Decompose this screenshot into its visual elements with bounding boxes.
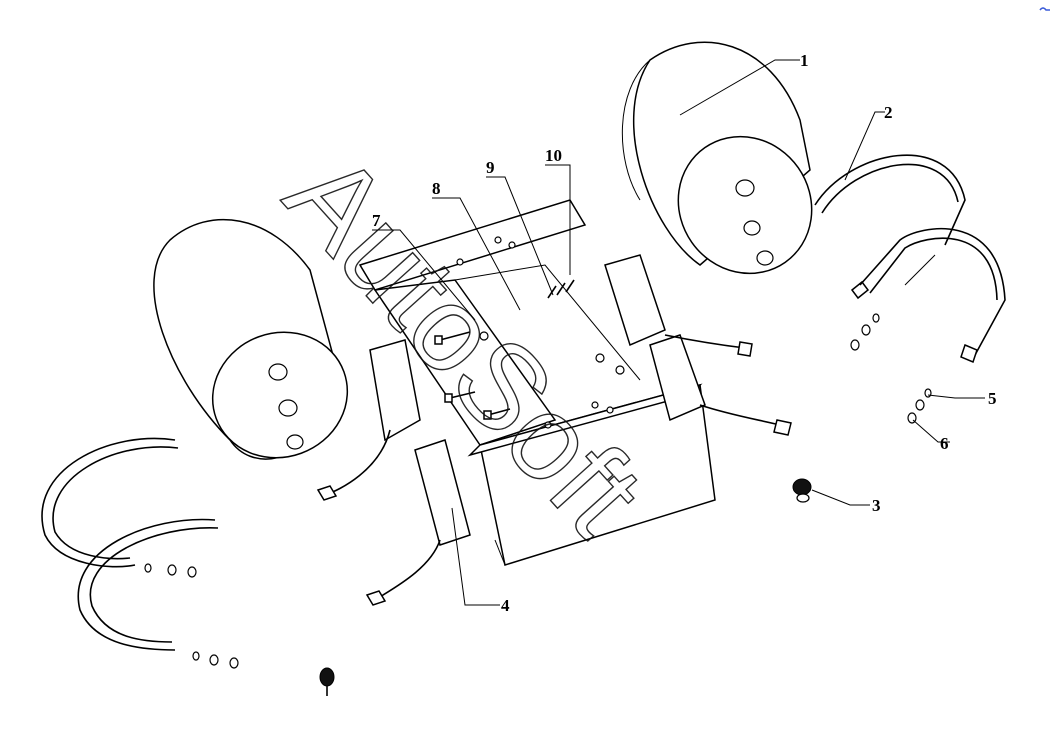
callout-2: 2	[884, 103, 893, 122]
corner-mark	[1039, 7, 1050, 11]
leader-lines	[372, 59, 985, 606]
callout-4: 4	[501, 596, 510, 615]
air-tank-right	[621, 41, 813, 275]
callout-10: 10	[545, 146, 562, 165]
washers-right	[850, 313, 932, 424]
bolts	[434, 279, 575, 420]
callout-6: 6	[940, 434, 949, 453]
mounting-bracket	[358, 199, 716, 566]
callout-3: 3	[872, 496, 881, 515]
callout-5: 5	[988, 389, 997, 408]
tank-straps-right	[814, 154, 1006, 364]
callout-1: 1	[800, 51, 809, 70]
drain-valve	[792, 478, 812, 503]
callout-7: 7	[372, 211, 381, 230]
side-plates	[369, 254, 706, 546]
callout-9: 9	[486, 158, 495, 177]
bracket-clamps	[316, 334, 792, 606]
drain-valve-left	[319, 667, 335, 696]
callout-8: 8	[432, 179, 441, 198]
tank-straps-left	[41, 437, 239, 669]
air-tank-left	[153, 218, 349, 460]
